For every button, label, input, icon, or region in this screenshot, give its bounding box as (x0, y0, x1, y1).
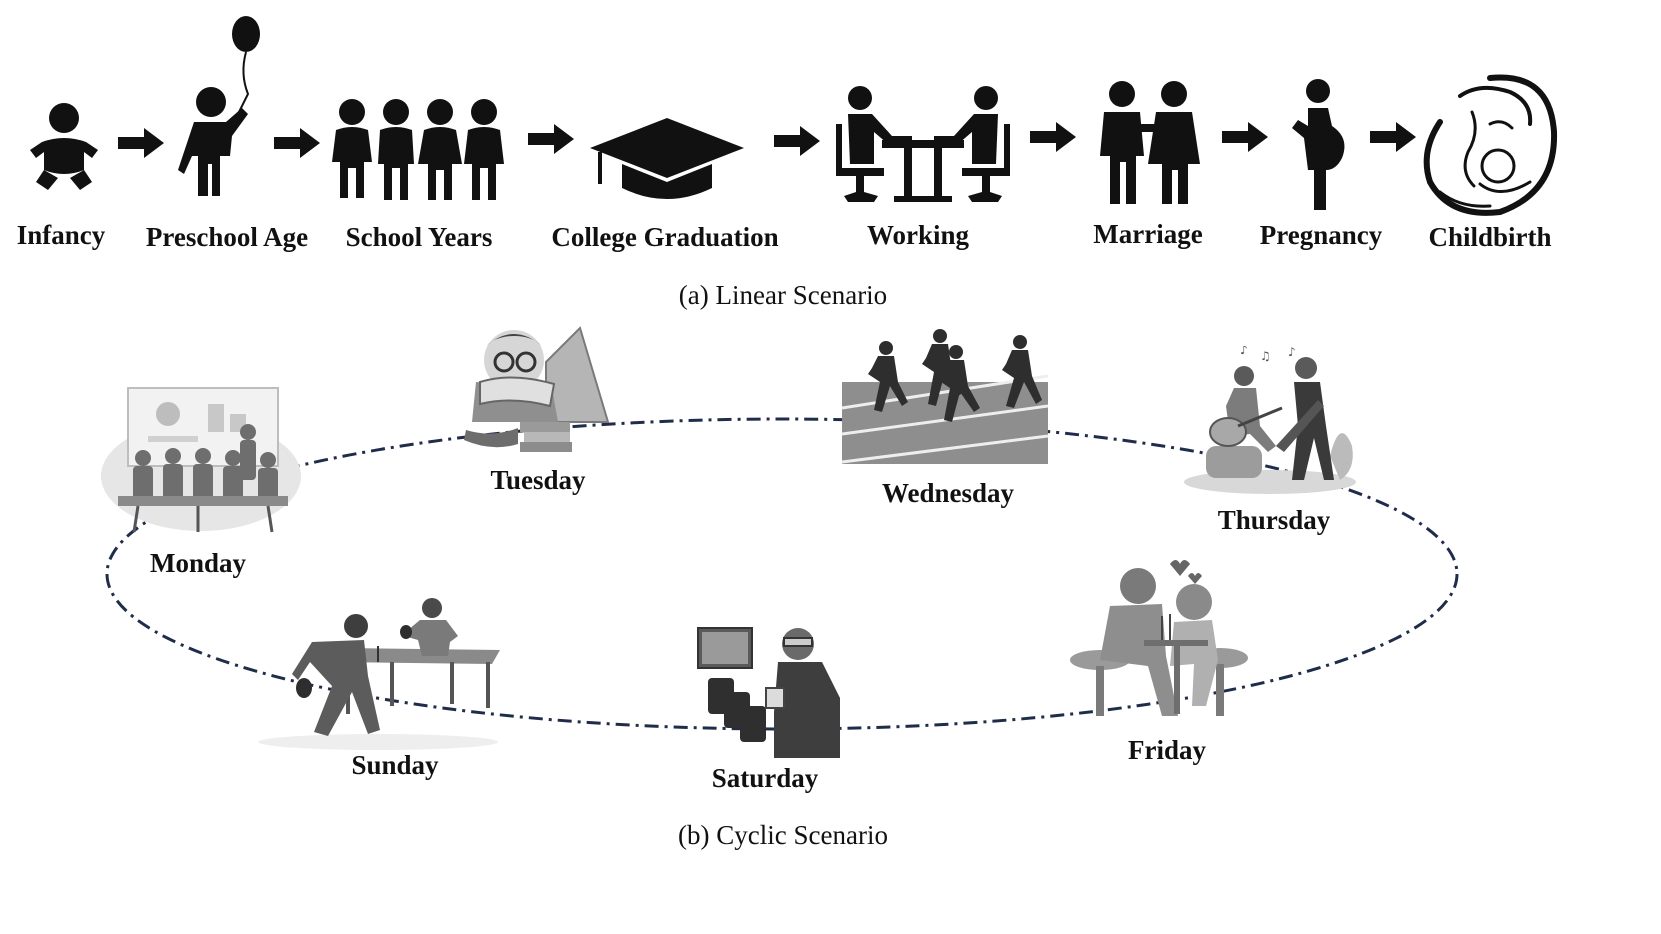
arrow-icon (774, 126, 820, 156)
day-label-tuesday: Tuesday (490, 465, 586, 495)
cinema-scene (694, 618, 846, 762)
dating-scene (1070, 556, 1250, 724)
reading-scene (462, 322, 612, 462)
running-scene (842, 322, 1048, 464)
stage-label-college-graduation: College Graduation (551, 222, 779, 252)
arrow-icon (1030, 122, 1076, 152)
mother-and-baby-icon (1420, 72, 1560, 220)
day-label-saturday: Saturday (711, 763, 819, 793)
people-at-desk-icon (834, 84, 1012, 206)
svg-text:♪: ♪ (1288, 346, 1296, 359)
arrow-icon (118, 128, 164, 158)
couple-icon (1092, 80, 1204, 208)
music-scene: ♪ ♫ ♪ (1180, 346, 1360, 496)
stage-label-working: Working (866, 220, 970, 250)
baby-icon (28, 100, 100, 194)
svg-text:♪: ♪ (1240, 346, 1248, 357)
graduation-cap-icon (590, 118, 744, 204)
meeting-scene (98, 386, 304, 536)
day-label-friday: Friday (1128, 735, 1206, 765)
caption-cyclic-scenario: (b) Cyclic Scenario (678, 820, 888, 850)
stage-label-school-years: School Years (345, 222, 493, 252)
table-tennis-scene (252, 596, 504, 752)
stage-label-childbirth: Childbirth (1428, 222, 1552, 252)
day-label-thursday: Thursday (1217, 505, 1331, 535)
child-with-balloon-icon (176, 14, 268, 200)
stage-label-marriage: Marriage (1093, 219, 1203, 249)
stage-label-pregnancy: Pregnancy (1259, 220, 1383, 250)
arrow-icon (274, 128, 320, 158)
group-of-children-icon (330, 98, 508, 204)
stage-label-infancy: Infancy (16, 220, 106, 250)
caption-linear-scenario: (a) Linear Scenario (678, 280, 888, 310)
day-label-monday: Monday (149, 548, 247, 578)
arrow-icon (1370, 122, 1416, 152)
svg-text:♫: ♫ (1260, 349, 1271, 363)
stage-label-preschool-age: Preschool Age (145, 222, 309, 252)
arrow-icon (1222, 122, 1268, 152)
day-label-sunday: Sunday (351, 750, 439, 780)
arrow-icon (528, 124, 574, 154)
pregnant-woman-icon (1288, 78, 1350, 212)
day-label-wednesday: Wednesday (881, 478, 1015, 508)
